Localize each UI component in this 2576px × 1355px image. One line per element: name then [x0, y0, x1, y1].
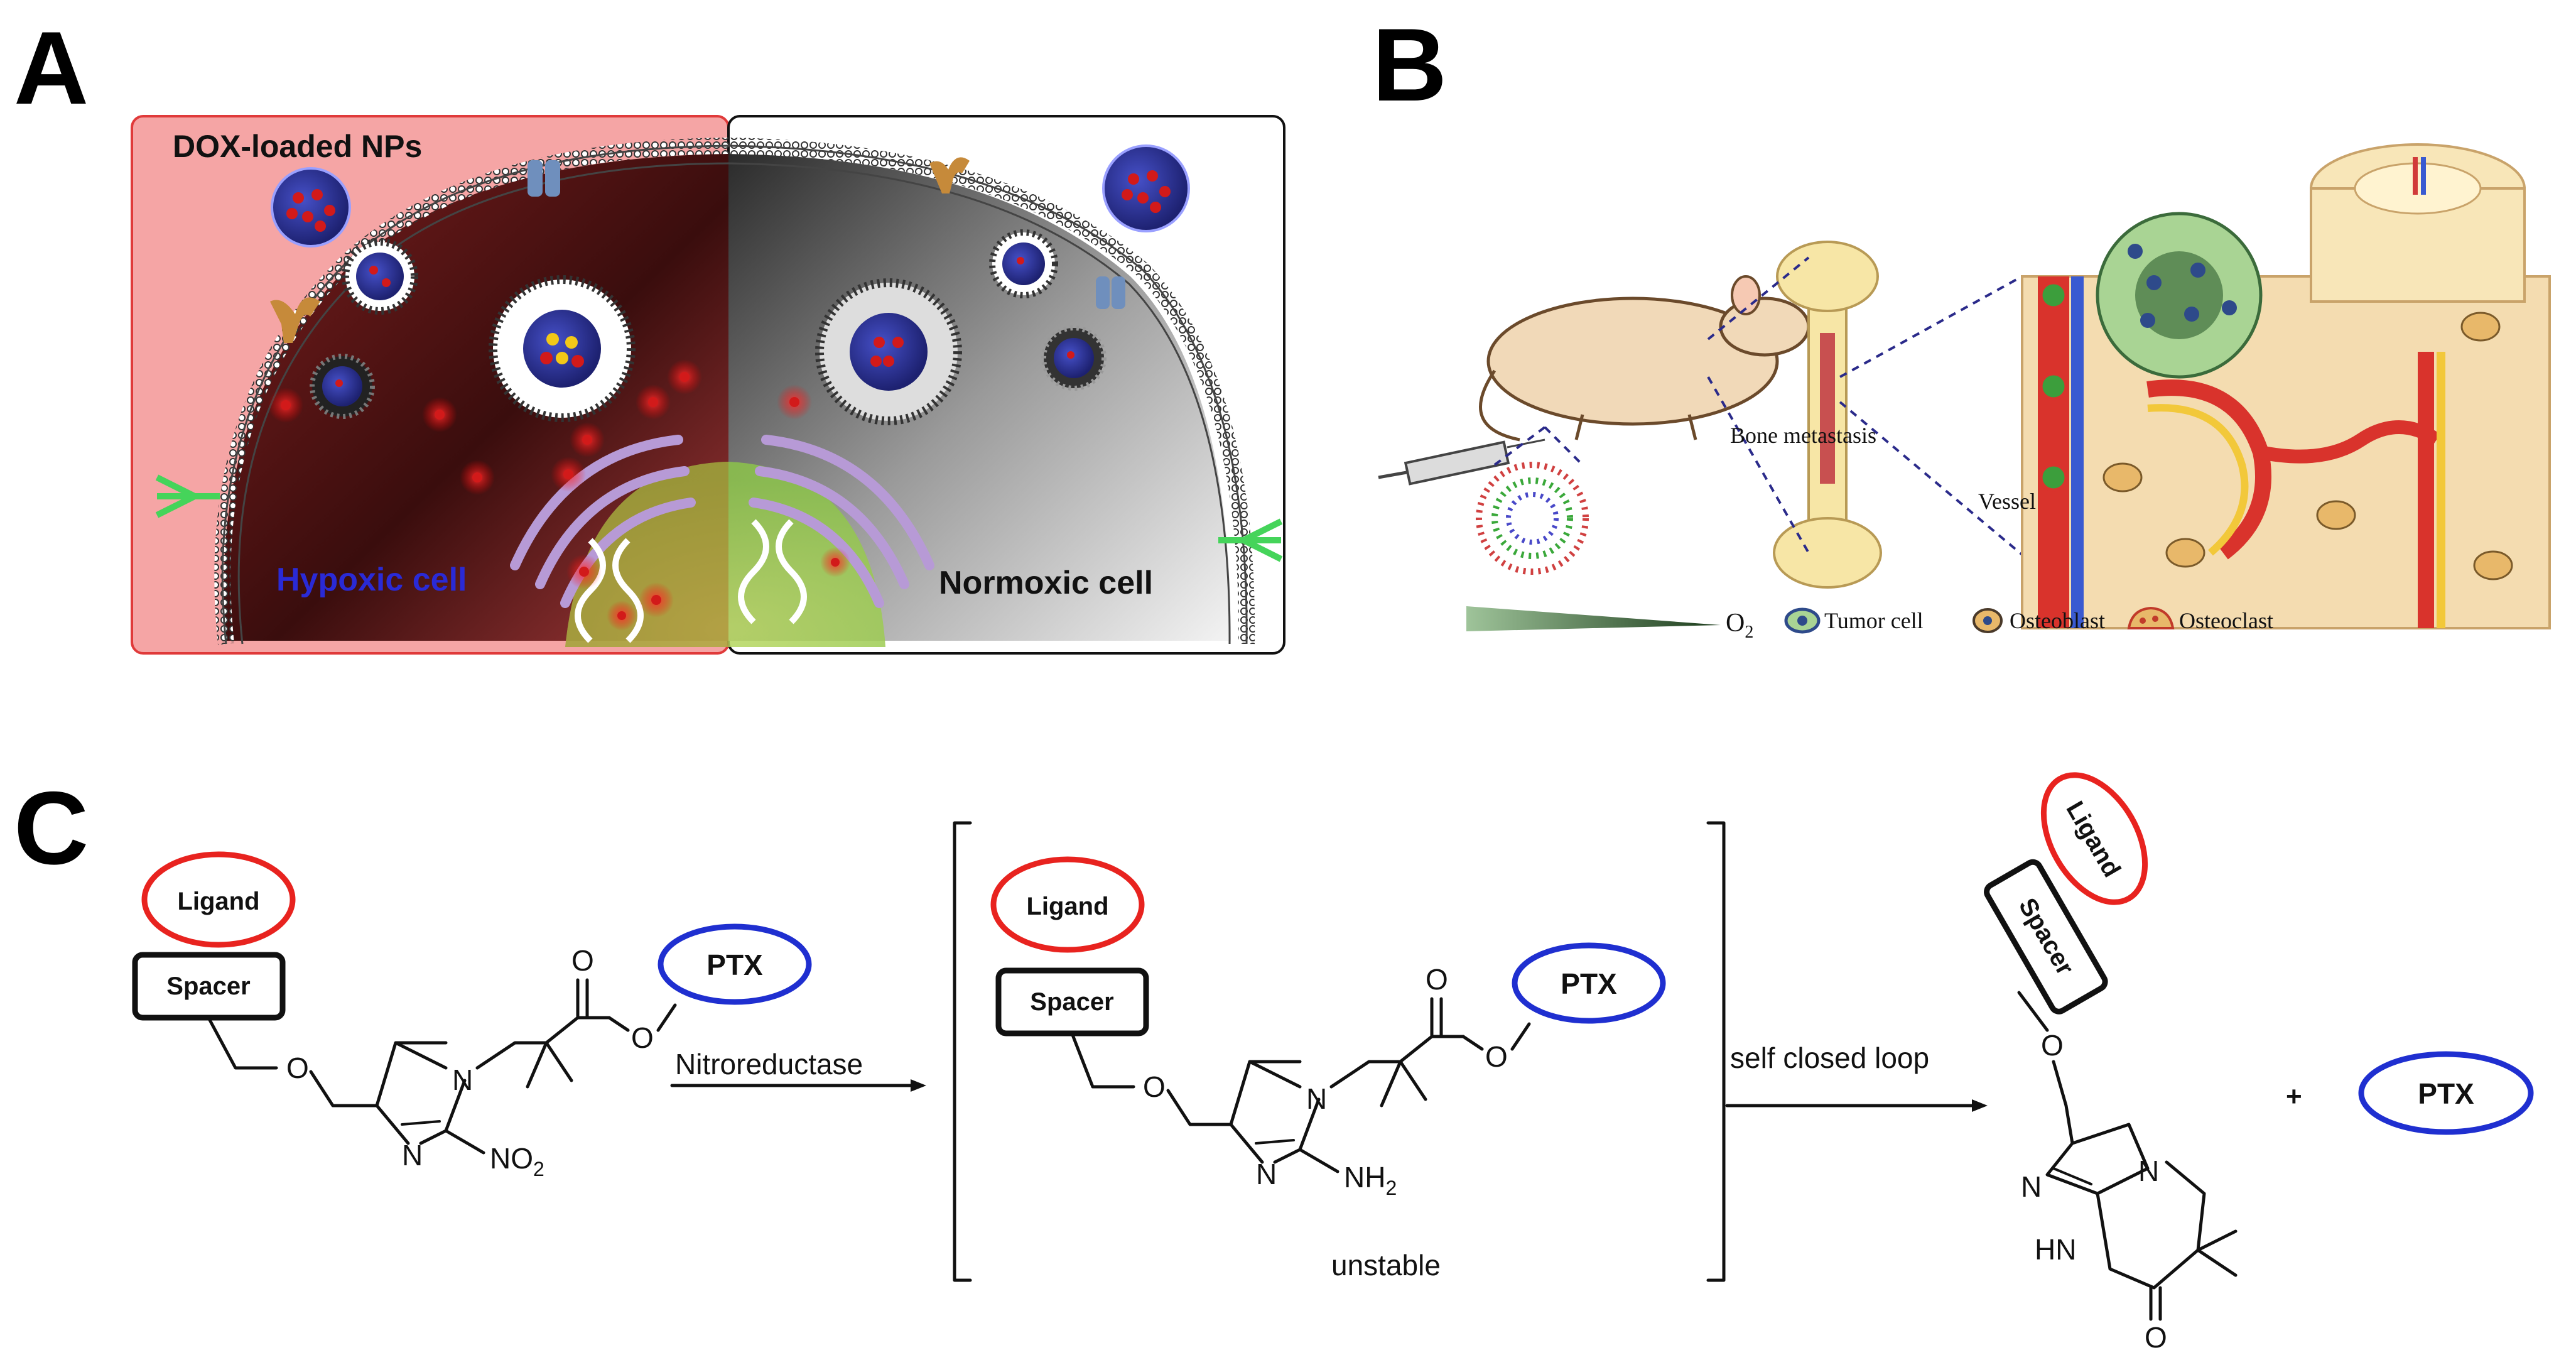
panel-c: C Ligand Spacer O N N NO2 O O: [14, 770, 2534, 1354]
dox-molecules: [268, 359, 850, 631]
atom-label: N: [1256, 1158, 1277, 1190]
spacer-box: [1984, 859, 2108, 1015]
nh2-label: NH2: [1344, 1161, 1397, 1199]
legend-osteoclast: Osteoclast: [2127, 606, 2273, 633]
atom-label: O: [1485, 1040, 1508, 1073]
spacer-label: Spacer: [1030, 988, 1113, 1016]
endosome: [815, 278, 962, 425]
ligand-ring: [2040, 772, 2148, 905]
unstable-label: unstable: [1331, 1249, 1441, 1282]
atom-label: N: [2138, 1155, 2159, 1187]
ptx-ring: [658, 923, 812, 1005]
ligand-ring: [990, 856, 1145, 953]
atom-label: O: [571, 944, 594, 977]
endosome: [342, 238, 418, 315]
legend-osteoblast-label: Osteoblast: [2010, 608, 2105, 633]
endosome: [489, 275, 636, 422]
nps-label: DOX-loaded NPs: [173, 129, 422, 164]
syringe-icon: [1378, 438, 1545, 486]
osteoclast-icon: [2127, 606, 2175, 629]
antibody-icon: [155, 474, 220, 518]
atom-label: O: [631, 1021, 654, 1054]
panel-b: B Bone metasta: [1372, 7, 2551, 642]
ptx-label: PTX: [1561, 967, 1617, 1000]
ligand-label: Ligand: [1026, 893, 1108, 920]
golgi-apparatus: [510, 435, 934, 608]
bone-icon: [1773, 241, 1882, 589]
panel-c-letter: C: [14, 770, 89, 886]
legend-osteoclast-label: Osteoclast: [2179, 608, 2273, 633]
legend-osteoblast: Osteoblast: [1973, 608, 2105, 633]
self-closed-loop-label: self closed loop: [1730, 1042, 1929, 1074]
atom-label: O: [2145, 1321, 2167, 1354]
bracket-right: [1706, 821, 1726, 1282]
micelle-icon: [1476, 462, 1589, 575]
panel-b-letter: B: [1372, 7, 1447, 122]
antibody-icon: [1218, 518, 1283, 562]
receptor-icon: [270, 297, 320, 343]
atom-label: N: [452, 1064, 473, 1096]
hypoxic-cell-label: Hypoxic cell: [276, 562, 467, 598]
channel-protein-icon: [528, 160, 543, 197]
channel-protein-icon: [1096, 276, 1110, 309]
nanoparticle: [1102, 144, 1190, 232]
atom-label: O: [2041, 1029, 2064, 1062]
ptx-ring: [2358, 1051, 2534, 1135]
normoxic-cell-label: Normoxic cell: [939, 565, 1153, 601]
legend-tumor-cell: Tumor cell: [1784, 607, 1924, 634]
no2-label: NO2: [490, 1142, 544, 1180]
atom-label: O: [1143, 1070, 1166, 1103]
oxygen-gradient: [1466, 606, 1721, 631]
endosome: [989, 229, 1058, 298]
ligand-label: Ligand: [177, 888, 259, 915]
atom-label: HN: [2035, 1233, 2076, 1266]
panel-a-letter: A: [14, 10, 89, 126]
cyclized-product: Ligand Spacer O N N HN O: [1984, 772, 2238, 1354]
atom-label: O: [286, 1052, 309, 1084]
nanoparticle: [271, 167, 351, 248]
bone-metastasis-label: Bone metastasis: [1730, 423, 1876, 448]
atom-label: N: [402, 1139, 423, 1172]
bone-tissue: [2021, 143, 2551, 629]
plus-sign: +: [2286, 1081, 2302, 1112]
endosome: [310, 354, 375, 419]
prodrug-molecule: Ligand Spacer O N N NO2 O O PTX: [132, 851, 812, 1180]
ligand-label: Ligand: [2060, 797, 2126, 882]
ptx-label: PTX: [2418, 1077, 2474, 1110]
vessel-label: Vessel: [1978, 489, 2036, 514]
atom-label: N: [2021, 1170, 2042, 1203]
atom-label: N: [1306, 1082, 1327, 1115]
legend-tumor-cell-label: Tumor cell: [1824, 608, 1924, 633]
ptx-ring: [1512, 942, 1666, 1024]
intermediate-molecule: Ligand Spacer O N N NH2 O O PTX unstable: [990, 856, 1666, 1282]
nitroreductase-label: Nitroreductase: [675, 1048, 863, 1080]
endosome: [1041, 325, 1107, 391]
receptor-icon: [929, 157, 970, 193]
bracket-left: [953, 821, 972, 1282]
ptx-label: PTX: [706, 949, 763, 981]
dna-helix-icon: [575, 519, 807, 643]
atom-label: O: [1426, 963, 1448, 996]
panel-a: A: [14, 10, 1285, 655]
o2-label: O2: [1726, 609, 1753, 642]
spacer-label: Spacer: [166, 972, 250, 1000]
ligand-ring: [141, 851, 296, 948]
mouse-icon: [1479, 275, 1810, 442]
